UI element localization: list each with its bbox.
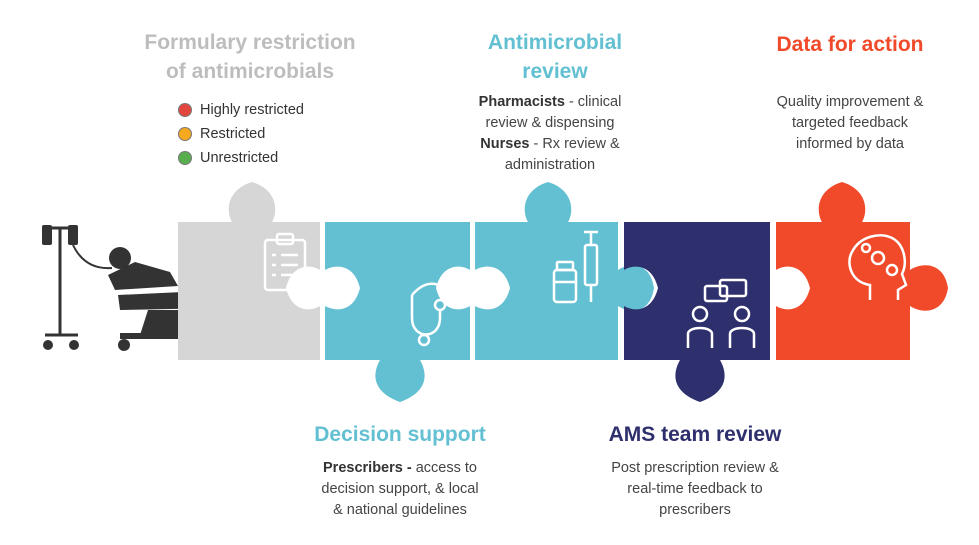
data-action-line3: informed by data: [795, 136, 904, 152]
decision-support-line1: access to: [411, 460, 477, 476]
head-gears-icon: [848, 234, 908, 300]
decision-support-line2: decision support, & local: [321, 481, 479, 497]
antimicrobial-title-line1: Antimicrobial: [487, 31, 623, 54]
patient-bed-iv-icon: [42, 225, 232, 351]
ams-review-title: AMS team review: [608, 423, 782, 446]
nurses-label: Nurses: [480, 136, 530, 152]
data-action-puzzle-piece: [776, 182, 948, 360]
formulary-title-line1: Formulary restriction: [144, 31, 356, 54]
legend-item-highly-restricted: Highly restricted: [178, 98, 304, 122]
formulary-puzzle-piece: [178, 182, 320, 360]
data-action-line1: Quality improvement &: [776, 94, 924, 110]
decision-support-description: Prescribers - access to decision support…: [290, 458, 510, 521]
pharmacists-label: Pharmacists: [478, 94, 565, 110]
medicine-bottle-syringe-icon: [552, 230, 599, 304]
decision-support-title: Decision support: [314, 423, 486, 446]
ams-review-description: Post prescription review & real-time fee…: [580, 458, 810, 521]
clipboard-checklist-icon: [263, 232, 307, 292]
pharmacists-role-line2: review & dispensing: [485, 115, 615, 131]
ams-review-line2: real-time feedback to: [627, 481, 763, 497]
antimicrobial-review-title: Antimicrobial review: [450, 28, 660, 86]
restriction-legend: Highly restricted Restricted Unrestricte…: [178, 98, 304, 170]
decision-support-line3: & national guidelines: [333, 502, 467, 518]
antimicrobial-review-description: Pharmacists - clinical review & dispensi…: [440, 92, 660, 176]
formulary-title-line2: of antimicrobials: [165, 60, 335, 83]
red-dot-icon: [178, 103, 192, 117]
legend-label: Restricted: [200, 126, 266, 142]
ams-review-puzzle-piece: [624, 222, 770, 402]
formulary-title: Formulary restriction of antimicrobials: [120, 28, 380, 86]
legend-item-unrestricted: Unrestricted: [178, 146, 304, 170]
legend-label: Unrestricted: [200, 150, 279, 166]
team-discussion-icon: [686, 278, 756, 348]
data-action-description: Quality improvement & targeted feedback …: [740, 92, 960, 155]
antimicrobial-title-line2: review: [522, 60, 588, 83]
data-action-line2: targeted feedback: [791, 115, 909, 131]
pharmacists-role: - clinical: [564, 94, 622, 110]
decision-support-puzzle-piece: [325, 222, 470, 402]
data-action-title: Data for action: [776, 33, 924, 56]
orange-dot-icon: [178, 127, 192, 141]
green-dot-icon: [178, 151, 192, 165]
legend-item-restricted: Restricted: [178, 122, 304, 146]
nurses-role: - Rx review &: [529, 136, 620, 152]
legend-label: Highly restricted: [200, 102, 304, 118]
nurses-role-line2: administration: [504, 157, 596, 173]
ams-review-line1: Post prescription review &: [611, 460, 779, 476]
ams-review-line3: prescribers: [659, 502, 731, 518]
prescribers-label: Prescribers -: [323, 460, 412, 476]
stethoscope-icon: [410, 282, 450, 347]
